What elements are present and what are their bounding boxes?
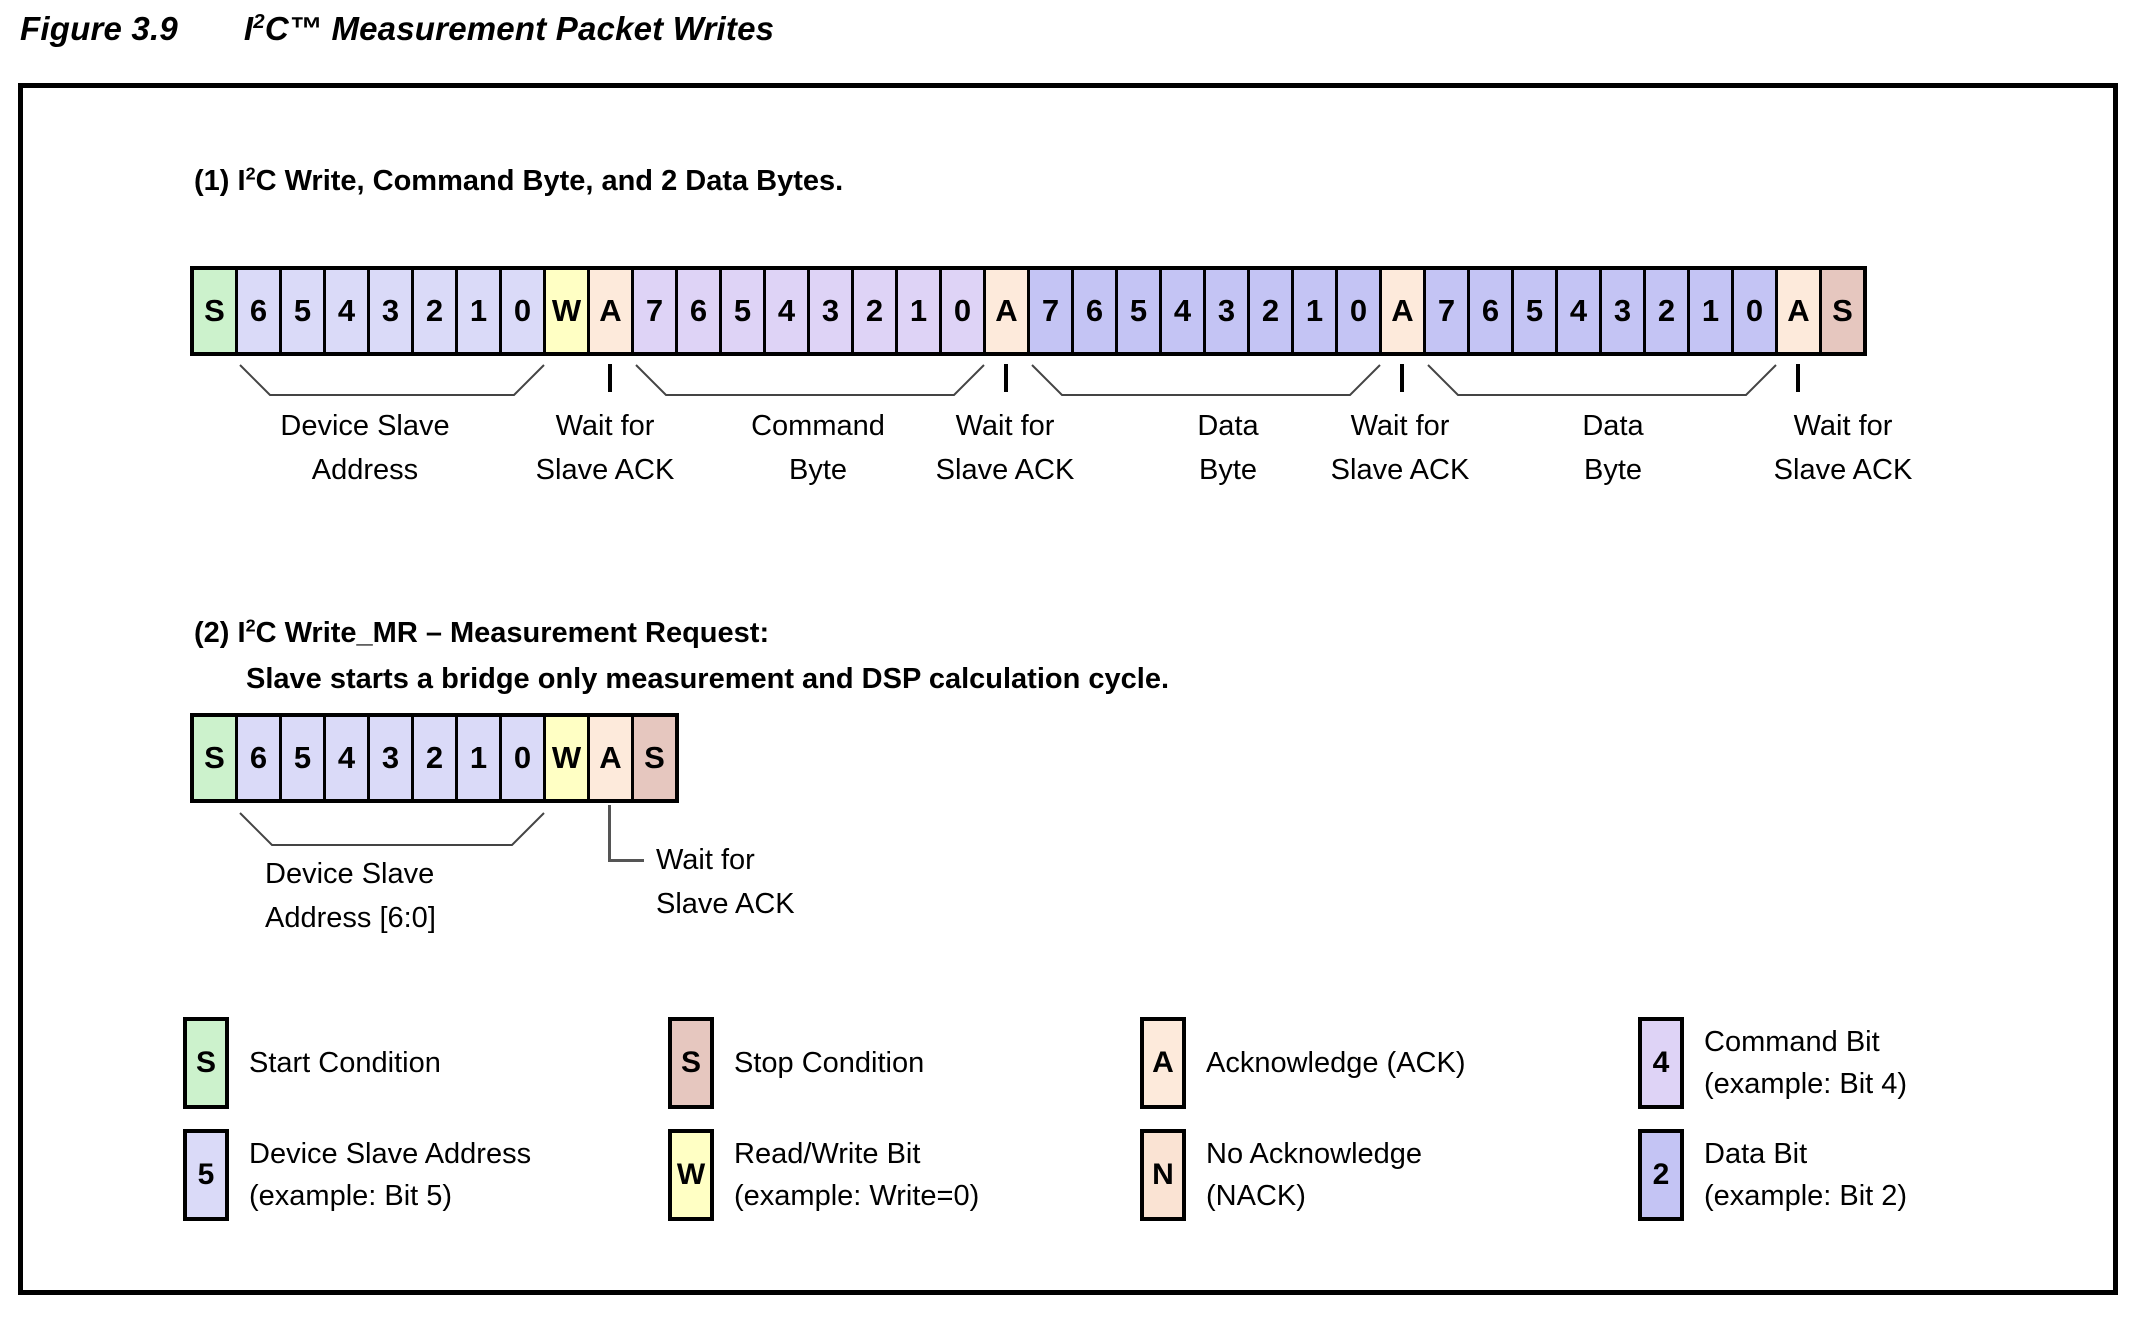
legend-swatch-rw: W — [668, 1129, 714, 1221]
bit-cell-cmd: 2 — [854, 270, 898, 352]
legend-no-acknowledge: N No Acknowledge(NACK) — [1140, 1128, 1422, 1222]
legend-stop-condition: S Stop Condition — [668, 1016, 924, 1110]
bit-cell-data: 1 — [1294, 270, 1338, 352]
bit-cell-addr: 4 — [326, 270, 370, 352]
bit-cell-addr: 6 — [238, 717, 282, 799]
bit-cell-data: 6 — [1470, 270, 1514, 352]
bit-cell-data: 1 — [1690, 270, 1734, 352]
bit-cell-addr: 5 — [282, 270, 326, 352]
bit-cell-cmd: 5 — [722, 270, 766, 352]
bit-cell-data: 3 — [1206, 270, 1250, 352]
section1-heading: (1) I2C Write, Command Byte, and 2 Data … — [194, 163, 844, 197]
bit-cell-addr: 3 — [370, 270, 414, 352]
legend-data-bit: 2 Data Bit(example: Bit 2) — [1638, 1128, 1907, 1222]
figure-title: Figure 3.9 I2C™ Measurement Packet Writes — [20, 10, 774, 48]
brace-data-byte-1 — [1031, 364, 1381, 396]
bit-cell-addr: 2 — [414, 717, 458, 799]
bit-cell-addr: 4 — [326, 717, 370, 799]
bit-cell-cmd: 7 — [634, 270, 678, 352]
brace-slave-address — [239, 364, 545, 396]
bit-cell-addr: 0 — [502, 717, 546, 799]
bit-cell-start: S — [194, 717, 238, 799]
legend-swatch-cmd: 4 — [1638, 1017, 1684, 1109]
bit-cell-addr: 1 — [458, 717, 502, 799]
bit-cell-ack: A — [590, 270, 634, 352]
bit-cell-ack: A — [986, 270, 1030, 352]
legend-swatch-start: S — [183, 1017, 229, 1109]
bit-cell-addr: 0 — [502, 270, 546, 352]
bit-cell-data: 3 — [1602, 270, 1646, 352]
bit-cell-ack: A — [1382, 270, 1426, 352]
legend-acknowledge: A Acknowledge (ACK) — [1140, 1016, 1466, 1110]
connector-vertical — [608, 805, 611, 862]
bit-cell-addr: 5 — [282, 717, 326, 799]
bit-cell-ack: A — [590, 717, 634, 799]
bit-cell-data: 4 — [1558, 270, 1602, 352]
bit-cell-data: 7 — [1030, 270, 1074, 352]
legend-device-slave-address: 5 Device Slave Address(example: Bit 5) — [183, 1128, 531, 1222]
figure-number: Figure 3.9 — [20, 10, 178, 47]
bit-cell-data: 0 — [1734, 270, 1778, 352]
legend-swatch-stop: S — [668, 1017, 714, 1109]
tick-ack-2 — [1004, 364, 1008, 392]
bit-cell-start: S — [194, 270, 238, 352]
bit-cell-addr: 3 — [370, 717, 414, 799]
bit-cell-stop: S — [634, 717, 675, 799]
bit-cell-addr: 6 — [238, 270, 282, 352]
legend-swatch-ack: A — [1140, 1017, 1186, 1109]
section2-heading: (2) I2C Write_MR – Measurement Request: … — [194, 610, 1169, 702]
bit-cell-cmd: 1 — [898, 270, 942, 352]
bit-cell-data: 5 — [1514, 270, 1558, 352]
bit-cell-stop: S — [1822, 270, 1863, 352]
bit-cell-addr: 1 — [458, 270, 502, 352]
bit-cell-cmd: 0 — [942, 270, 986, 352]
bit-cell-data: 2 — [1646, 270, 1690, 352]
legend-read-write-bit: W Read/Write Bit(example: Write=0) — [668, 1128, 979, 1222]
bit-cell-cmd: 6 — [678, 270, 722, 352]
legend-command-bit: 4 Command Bit(example: Bit 4) — [1638, 1016, 1907, 1110]
figure-title-text: I2C™ Measurement Packet Writes — [243, 10, 775, 47]
bit-cell-data: 4 — [1162, 270, 1206, 352]
brace-slave-address-2 — [239, 812, 545, 846]
bit-cell-data: 2 — [1250, 270, 1294, 352]
legend-swatch-data: 2 — [1638, 1129, 1684, 1221]
bit-cell-ack: A — [1778, 270, 1822, 352]
tick-ack-4 — [1796, 364, 1800, 392]
brace-command-byte — [635, 364, 985, 396]
bit-cell-addr: 2 — [414, 270, 458, 352]
tick-ack-3 — [1400, 364, 1404, 392]
brace-data-byte-2 — [1427, 364, 1777, 396]
bit-cell-data: 6 — [1074, 270, 1118, 352]
legend-swatch-addr: 5 — [183, 1129, 229, 1221]
bit-cell-rw: W — [546, 717, 590, 799]
connector-horizontal — [608, 859, 644, 862]
tick-ack-1 — [608, 364, 612, 392]
legend-start-condition: S Start Condition — [183, 1016, 441, 1110]
bit-cell-data: 7 — [1426, 270, 1470, 352]
bit-cell-data: 0 — [1338, 270, 1382, 352]
bit-cell-cmd: 4 — [766, 270, 810, 352]
legend-swatch-nack: N — [1140, 1129, 1186, 1221]
section2-heading-line2: Slave starts a bridge only measurement a… — [246, 663, 1170, 695]
bit-cell-rw: W — [546, 270, 590, 352]
bit-cell-data: 5 — [1118, 270, 1162, 352]
bit-cell-cmd: 3 — [810, 270, 854, 352]
